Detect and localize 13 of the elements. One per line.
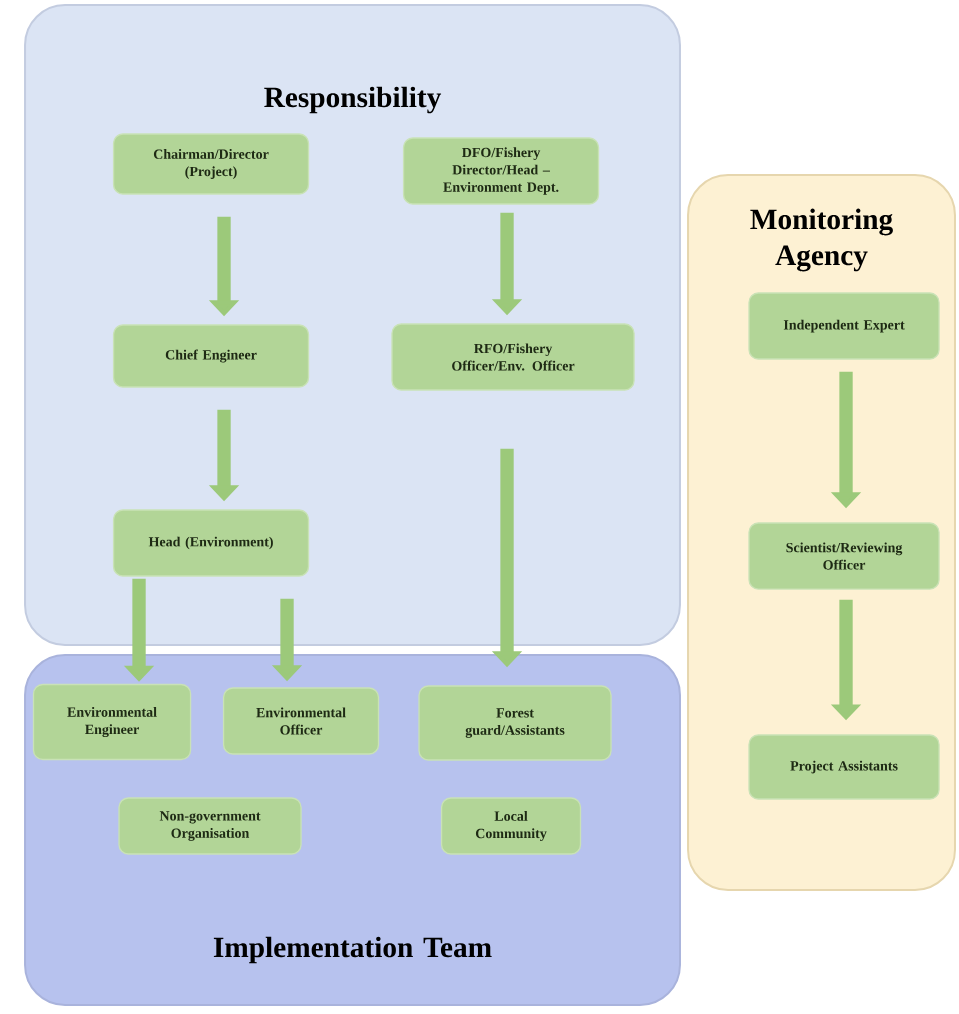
role-box: Forest guard/Assistants	[418, 685, 612, 761]
role-box: DFO/Fishery Director/Head – Environment Dept.	[402, 137, 600, 205]
role-box: Independent Expert	[748, 292, 940, 360]
role-box: Project Assistants	[748, 734, 940, 800]
role-box: Non-government Organisation	[118, 797, 302, 855]
role-box: Scientist/Reviewing Officer	[748, 522, 940, 590]
role-box: Head (Environment)	[112, 509, 310, 577]
role-box: Chief Engineer	[112, 324, 310, 388]
role-box: Environmental Engineer	[32, 683, 192, 761]
role-box: Environmental Officer	[222, 687, 380, 755]
role-box: Chairman/Director (Project)	[112, 133, 310, 195]
role-box: RFO/Fishery Officer/Env. Officer	[391, 323, 635, 391]
role-box: Local Community	[440, 797, 582, 855]
